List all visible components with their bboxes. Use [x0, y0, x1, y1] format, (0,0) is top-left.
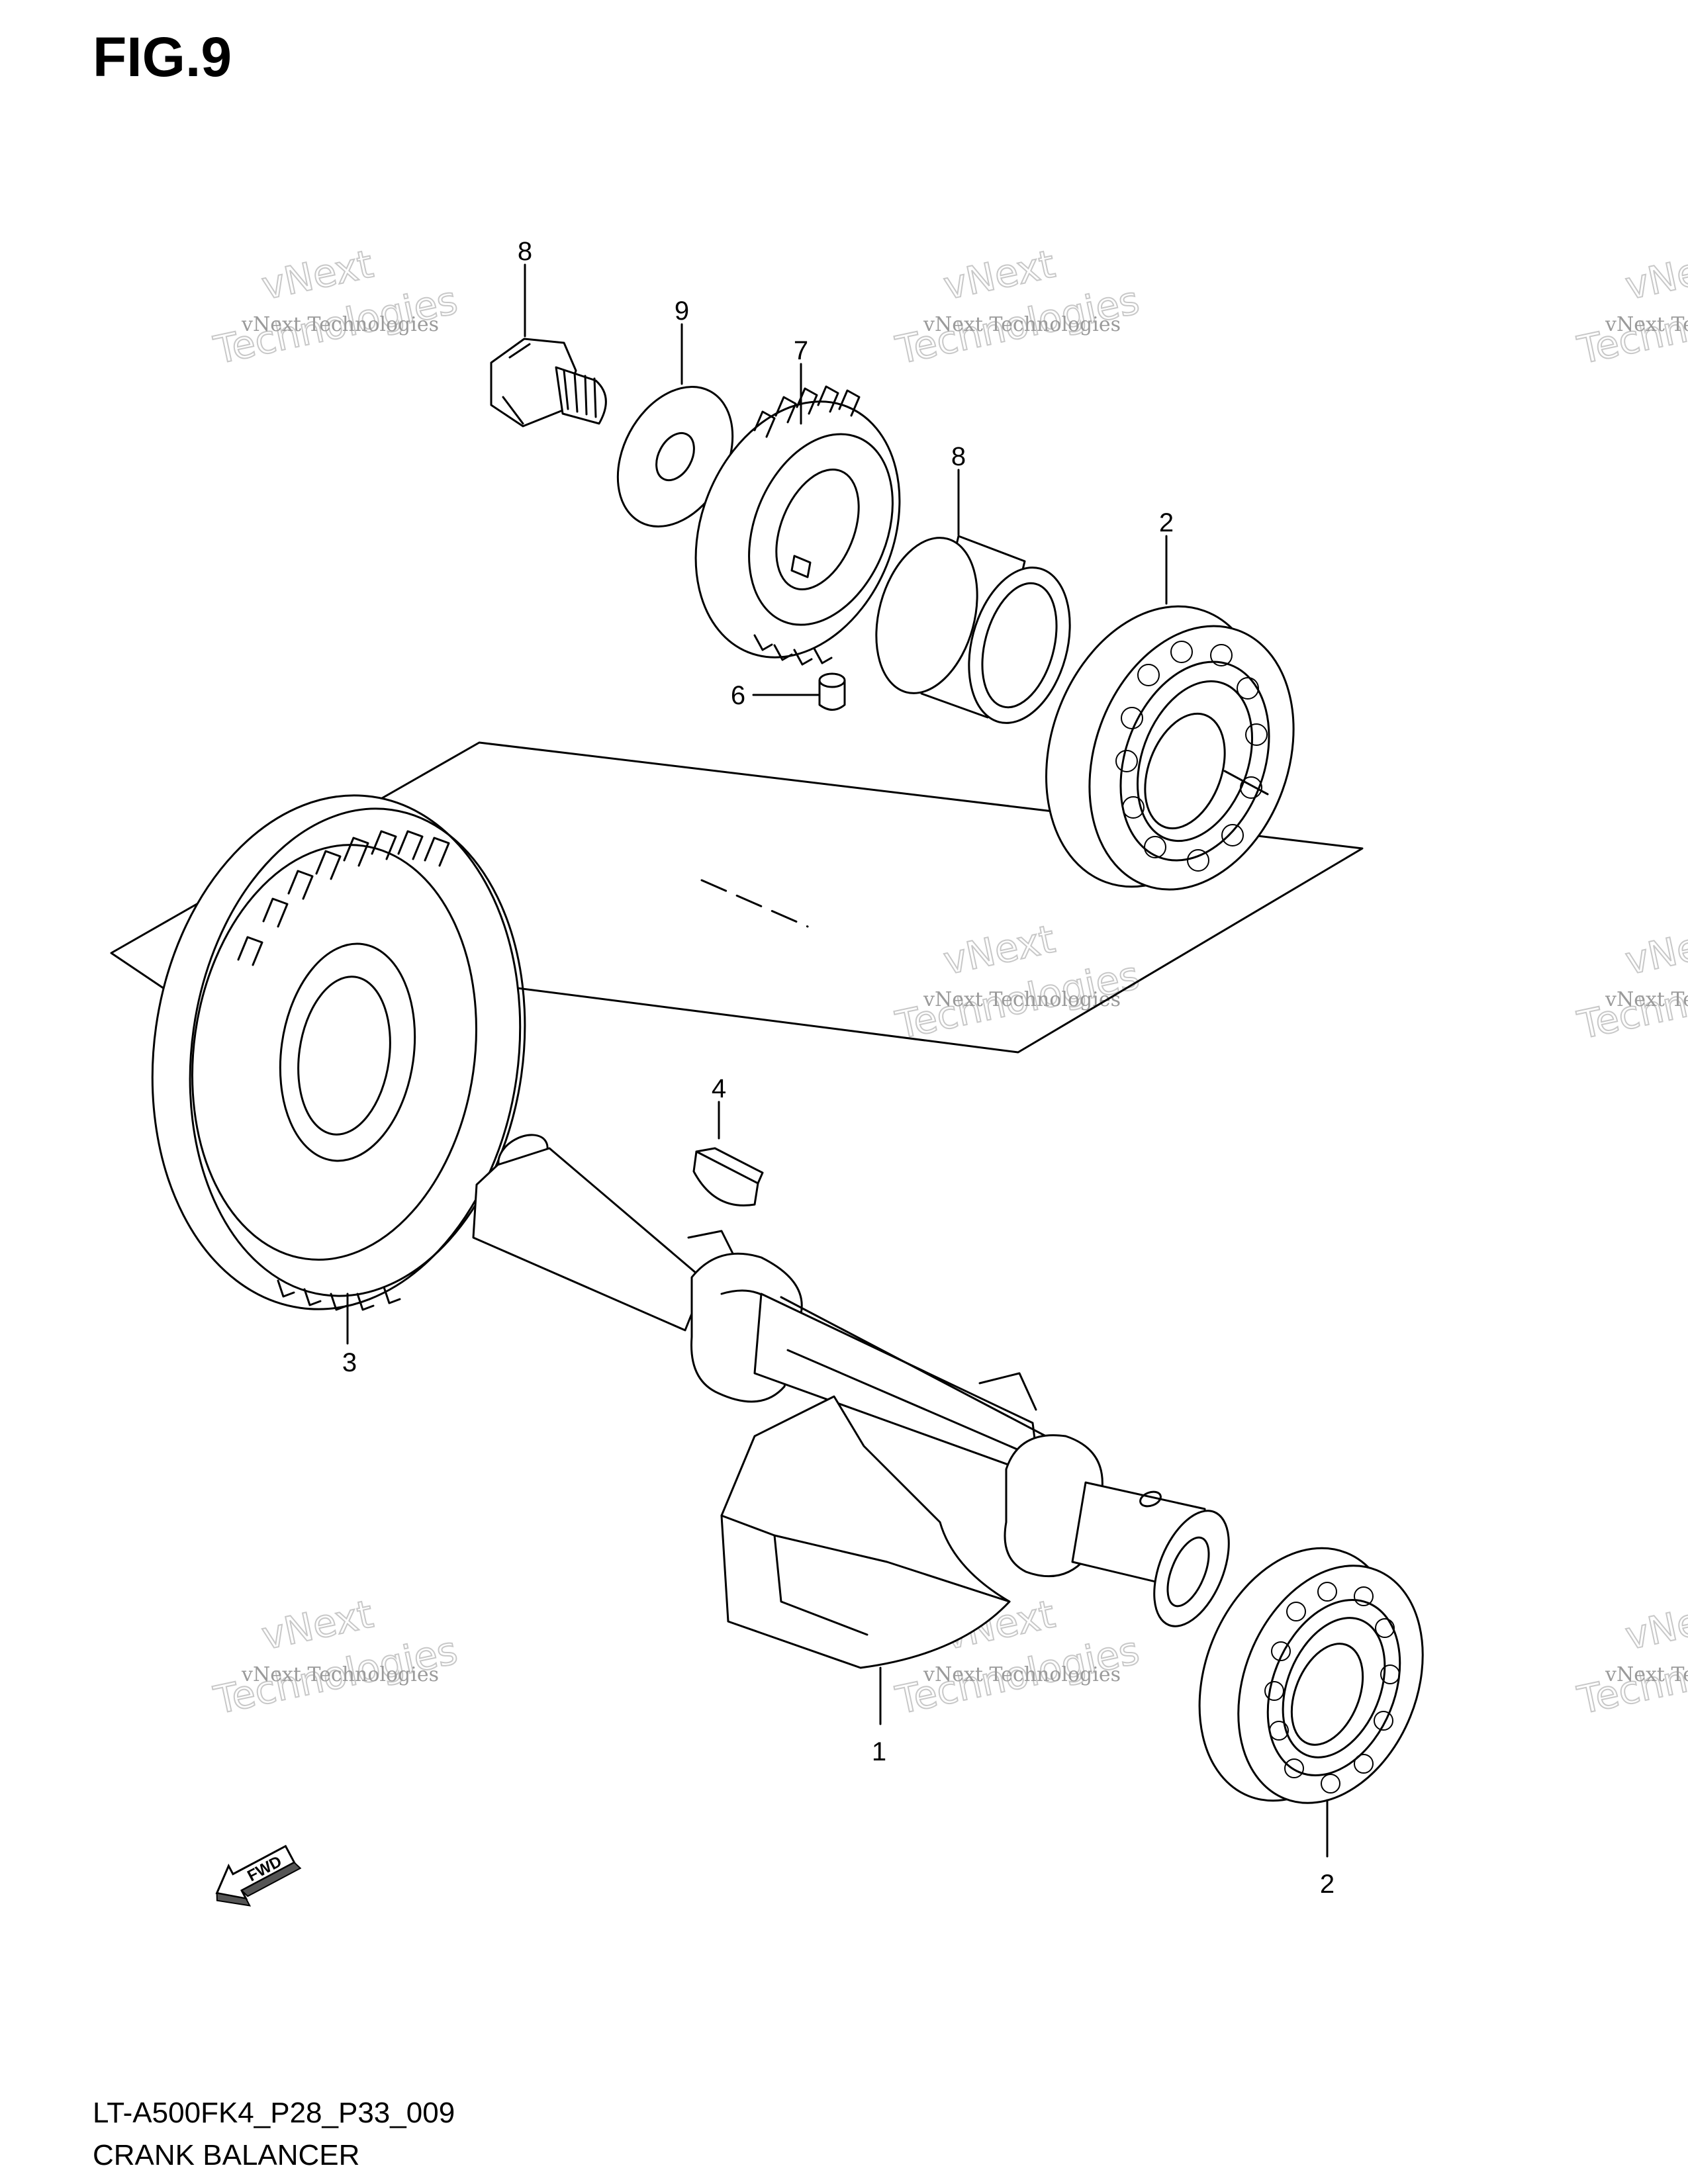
watermark-6: vNext Technologies vNext Technologies	[1573, 916, 1688, 1049]
callout-9: 9	[675, 296, 689, 326]
assembly-frame	[110, 741, 1364, 1054]
watermark-5: vNext Technologies vNext Technologies	[891, 916, 1144, 1049]
bolt-part	[490, 338, 607, 428]
watermark-1: vNext Technologies vNext Technologies	[209, 241, 462, 374]
watermark-7: vNext Technologies vNext Technologies	[209, 1591, 462, 1724]
svg-text:vNext Technologies: vNext Technologies	[1605, 988, 1688, 1011]
woodruff-key-part	[692, 1101, 764, 1206]
assembly-frame-dash	[700, 879, 809, 928]
bearing-lower-part	[1198, 1547, 1424, 1858]
callout-2-lower: 2	[1320, 1870, 1335, 1899]
svg-text:vNext Technologies: vNext Technologies	[241, 313, 439, 336]
callout-3: 3	[342, 1348, 357, 1377]
pin-part	[818, 672, 846, 711]
fwd-arrow-icon: FWD	[215, 1844, 302, 1907]
washer-part	[616, 386, 734, 527]
spacer-part	[875, 535, 1071, 724]
balancer-shaft-part	[472, 1134, 1230, 1725]
model-code: LT-A500FK4_P28_P33_009	[93, 2097, 455, 2129]
watermark-2: vNext Technologies vNext Technologies	[891, 241, 1144, 374]
svg-text:vNext: vNext	[1622, 917, 1688, 984]
svg-text:vNext Technologies: vNext Technologies	[923, 1663, 1121, 1686]
callout-labels: 8 9 7 8 2 6 4 3 1 2	[342, 237, 1335, 1899]
drive-gear-part	[694, 385, 901, 666]
svg-text:vNext Technologies: vNext Technologies	[1605, 1663, 1688, 1686]
callout-7: 8	[951, 442, 966, 471]
callout-8: 8	[518, 237, 532, 266]
callout-6: 6	[731, 681, 745, 710]
svg-text:vNext Technologies: vNext Technologies	[923, 313, 1121, 336]
bearing-upper-part	[1045, 605, 1295, 891]
callout-4: 4	[712, 1074, 726, 1103]
svg-text:vNext: vNext	[1622, 1592, 1688, 1659]
svg-text:vNext Technologies: vNext Technologies	[241, 1663, 439, 1686]
watermark-3: vNext Technologies vNext Technologies	[1573, 241, 1688, 374]
leader-lines	[524, 263, 1168, 696]
section-name: CRANK BALANCER	[93, 2139, 360, 2171]
watermark-9: vNext Technologies vNext Technologies	[1573, 1591, 1688, 1724]
callout-1: 1	[872, 1737, 886, 1766]
figure-title: FIG.9	[93, 26, 232, 88]
svg-text:vNext Technologies: vNext Technologies	[923, 988, 1121, 1011]
svg-text:vNext Technologies: vNext Technologies	[1605, 313, 1688, 336]
callout-5: 7	[794, 336, 808, 365]
callout-2-upper: 2	[1159, 508, 1174, 537]
svg-text:vNext: vNext	[1622, 242, 1688, 309]
driven-gear-part	[151, 794, 526, 1345]
